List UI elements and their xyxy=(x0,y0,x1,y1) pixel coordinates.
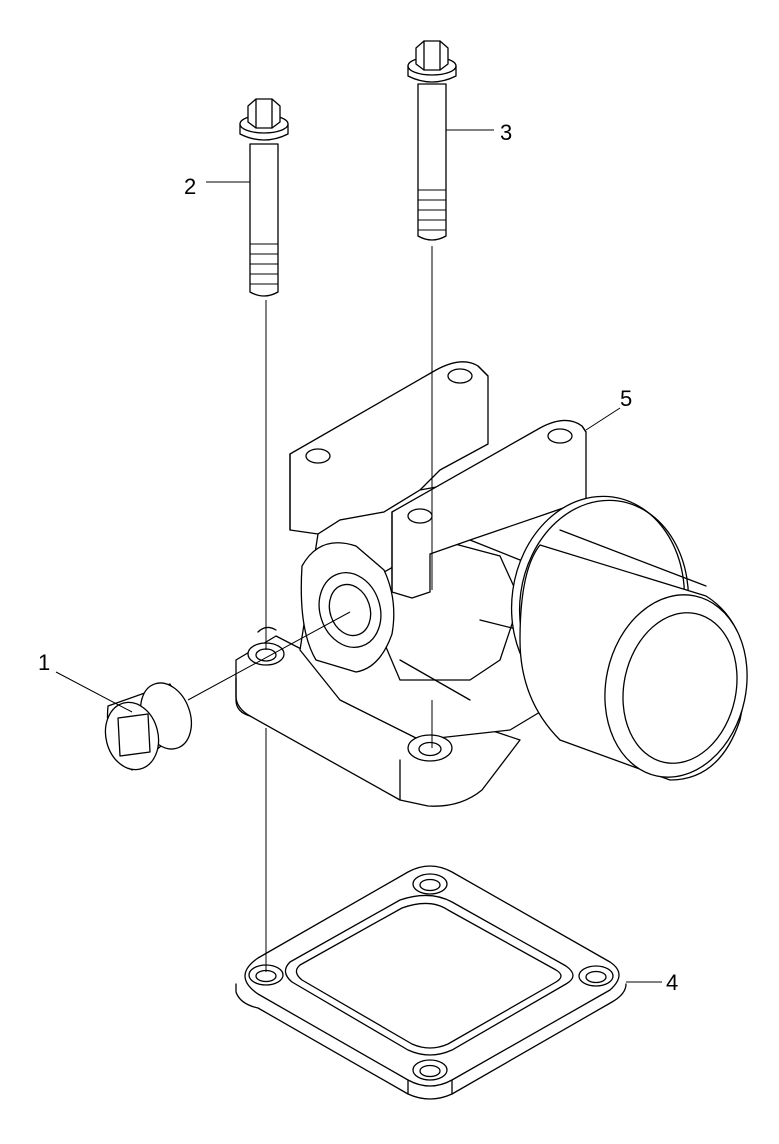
gasket xyxy=(235,865,627,1100)
thermostat-housing xyxy=(235,361,748,807)
callout-3: 3 xyxy=(500,120,512,145)
callout-5: 5 xyxy=(620,386,632,411)
callout-4: 4 xyxy=(666,970,678,995)
bolt-3 xyxy=(407,40,457,241)
callout-1: 1 xyxy=(38,650,50,675)
plug xyxy=(104,682,193,771)
bolt-2 xyxy=(239,98,289,297)
alignment-lines xyxy=(187,246,433,972)
callout-leaders xyxy=(55,129,662,983)
callout-2: 2 xyxy=(184,174,196,199)
